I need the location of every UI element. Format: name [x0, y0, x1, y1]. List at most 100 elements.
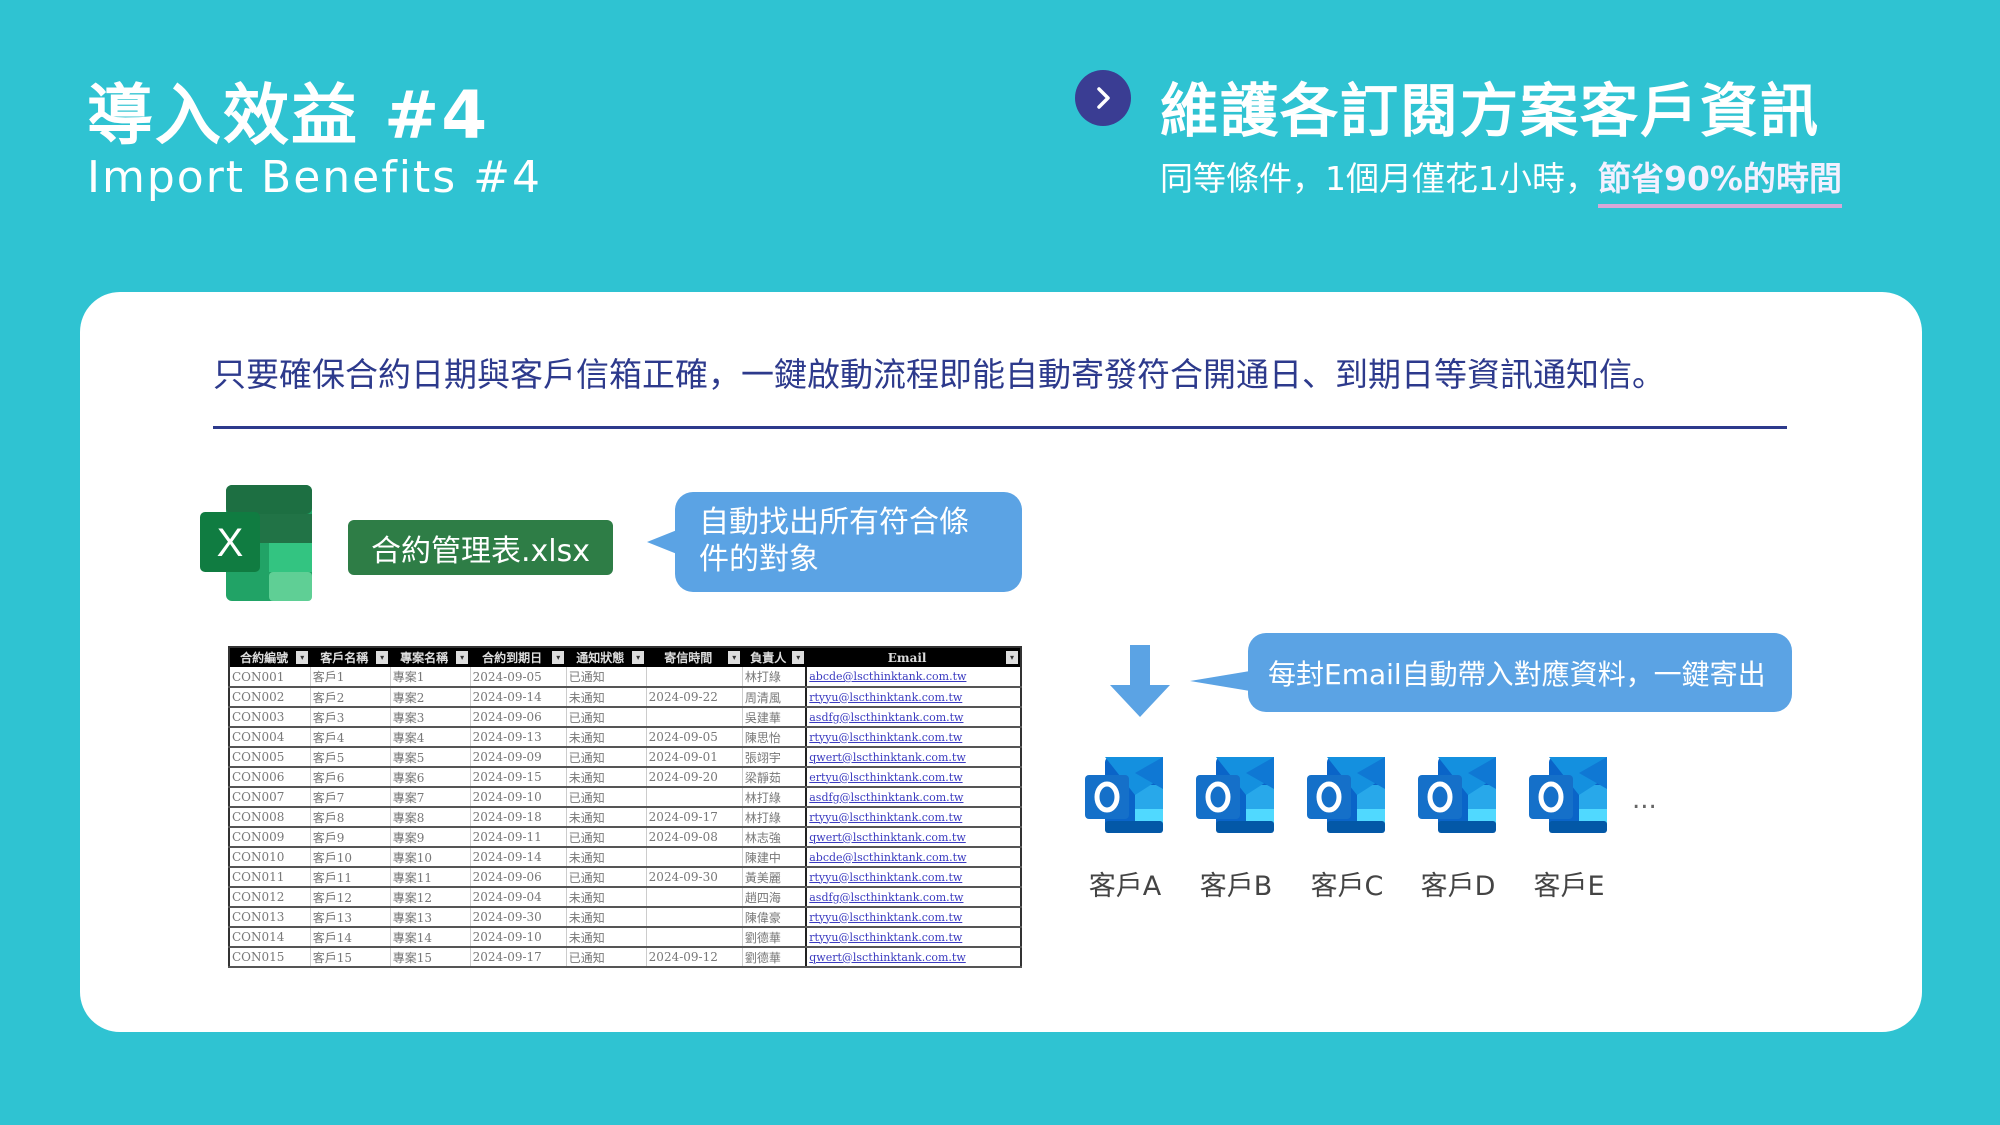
table-cell: 張翊宇: [742, 747, 807, 768]
filter-dropdown-icon[interactable]: ▾: [376, 651, 389, 664]
filter-dropdown-icon[interactable]: ▾: [456, 651, 469, 664]
table-cell: 劉德華: [742, 947, 807, 968]
table-cell: ertyu@lscthinktank.com.tw: [805, 767, 1022, 788]
table-cell: asdfg@lscthinktank.com.tw: [805, 707, 1022, 728]
table-cell: 未通知: [566, 687, 647, 708]
column-header: 寄信時間▾: [646, 647, 743, 667]
table-cell: 未通知: [566, 907, 647, 928]
arrow-down-icon: [1110, 645, 1170, 721]
filter-dropdown-icon[interactable]: ▾: [296, 651, 309, 664]
table-cell: CON013: [229, 907, 311, 928]
outlook-icon: [1196, 757, 1274, 833]
table-cell: 專案15: [390, 947, 471, 968]
table-cell: qwert@lscthinktank.com.tw: [805, 827, 1022, 848]
column-header: 合約到期日▾: [470, 647, 567, 667]
table-cell: 未通知: [566, 847, 647, 868]
table-cell: 2024-09-30: [646, 867, 743, 888]
table-cell: 已通知: [566, 707, 647, 728]
section-heading: 維護各訂閱方案客戶資訊: [1160, 77, 1821, 145]
filter-dropdown-icon[interactable]: ▾: [728, 651, 741, 664]
filter-dropdown-icon[interactable]: ▾: [632, 651, 645, 664]
table-cell: 專案5: [390, 747, 471, 768]
table-cell: 2024-09-17: [646, 807, 743, 828]
filter-dropdown-icon[interactable]: ▾: [1006, 651, 1018, 664]
table-cell: 2024-09-30: [470, 907, 567, 928]
table-cell: 專案4: [390, 727, 471, 748]
table-cell: 專案1: [390, 667, 471, 688]
table-cell: CON007: [229, 787, 311, 808]
table-cell: 未通知: [566, 807, 647, 828]
table-cell: abcde@lscthinktank.com.tw: [805, 667, 1022, 688]
table-cell: 2024-09-20: [646, 767, 743, 788]
table-cell: 2024-09-06: [470, 867, 567, 888]
callout-send-emails: 每封Email自動帶入對應資料，一鍵寄出: [1190, 633, 1792, 712]
table-cell: 專案13: [390, 907, 471, 928]
column-header-label: 專案名稱: [400, 651, 449, 665]
table-cell: 客戶5: [310, 747, 391, 768]
table-cell: 客戶12: [310, 887, 391, 908]
table-cell: 專案9: [390, 827, 471, 848]
table-cell: 客戶15: [310, 947, 391, 968]
recipient-label: 客戶E: [1533, 871, 1605, 902]
recipient-label: 客戶C: [1310, 871, 1384, 902]
table-cell: 2024-09-14: [470, 847, 567, 868]
recipient: 客戶C: [1307, 755, 1387, 903]
table-cell: 專案10: [390, 847, 471, 868]
recipient-label: 客戶D: [1420, 871, 1496, 902]
table-cell: 專案3: [390, 707, 471, 728]
table-cell: 專案14: [390, 927, 471, 948]
table-cell: 2024-09-11: [470, 827, 567, 848]
table-cell: 2024-09-01: [646, 747, 743, 768]
filter-dropdown-icon[interactable]: ▾: [792, 651, 805, 664]
table-cell: CON006: [229, 767, 311, 788]
table-cell: 2024-09-22: [646, 687, 743, 708]
table-cell: 林打綠: [742, 787, 807, 808]
table-cell: 2024-09-04: [470, 887, 567, 908]
table-cell: rtyyu@lscthinktank.com.tw: [805, 927, 1022, 948]
table-cell: 已通知: [566, 747, 647, 768]
table-cell: 已通知: [566, 947, 647, 968]
outlook-icon: [1418, 757, 1496, 833]
table-cell: 林打綠: [742, 807, 807, 828]
recipient-label: 客戶B: [1199, 871, 1273, 902]
table-cell: CON014: [229, 927, 311, 948]
table-cell: [646, 787, 743, 808]
table-cell: 未通知: [566, 727, 647, 748]
table-cell: 2024-09-14: [470, 687, 567, 708]
table-cell: 2024-09-13: [470, 727, 567, 748]
contract-table: 合約編號▾客戶名稱▾專案名稱▾合約到期日▾通知狀態▾寄信時間▾負責人▾Email…: [228, 646, 1022, 968]
table-header-row: 合約編號▾客戶名稱▾專案名稱▾合約到期日▾通知狀態▾寄信時間▾負責人▾Email…: [229, 647, 1021, 667]
recipient: 客戶B: [1196, 755, 1276, 903]
table-cell: 2024-09-06: [470, 707, 567, 728]
file-name-label: 合約管理表.xlsx: [348, 520, 613, 575]
column-header: 合約編號▾: [229, 647, 311, 667]
column-header: 通知狀態▾: [566, 647, 647, 667]
column-header: 負責人▾: [742, 647, 807, 667]
table-cell: 客戶2: [310, 687, 391, 708]
filter-dropdown-icon[interactable]: ▾: [552, 651, 565, 664]
table-cell: 2024-09-15: [470, 767, 567, 788]
outlook-icon: [1529, 757, 1607, 833]
table-cell: 陳建中: [742, 847, 807, 868]
table-cell: rtyyu@lscthinktank.com.tw: [805, 727, 1022, 748]
table-cell: 未通知: [566, 927, 647, 948]
tagline-text: 同等條件，1個月僅花1小時，: [1160, 159, 1598, 198]
table-cell: 黃美麗: [742, 867, 807, 888]
table-cell: 客戶14: [310, 927, 391, 948]
page-subtitle: Import Benefits #4: [87, 152, 542, 203]
table-cell: 已通知: [566, 867, 647, 888]
table-cell: [646, 707, 743, 728]
table-cell: 林打綠: [742, 667, 807, 688]
table-cell: 專案8: [390, 807, 471, 828]
table-cell: 趙四海: [742, 887, 807, 908]
outlook-icon: [1307, 757, 1385, 833]
table-cell: 未通知: [566, 887, 647, 908]
